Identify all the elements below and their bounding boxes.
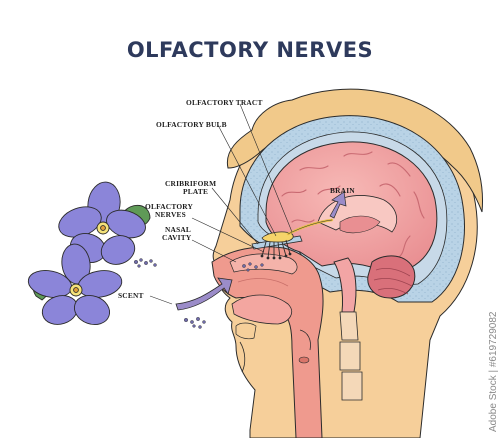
label-nasal-cavity-1: NASAL: [165, 225, 192, 234]
label-cribriform-plate-2: PLATE: [183, 187, 209, 196]
watermark: Adobe Stock | #619729082: [488, 311, 499, 432]
cerebellum: [367, 255, 416, 299]
scent-particles: [133, 258, 264, 329]
label-scent: SCENT: [118, 291, 144, 300]
label-olfactory-nerves-2: NERVES: [155, 210, 186, 219]
label-olfactory-nerves-1: OLFACTORY: [145, 202, 194, 211]
scent-arrow-icon: [175, 277, 233, 311]
flower-bottom: [27, 243, 123, 325]
label-olfactory-tract: OLFACTORY TRACT: [186, 98, 263, 107]
label-nasal-cavity-2: CAVITY: [162, 233, 192, 242]
label-brain: BRAIN: [330, 186, 355, 195]
label-cribriform-plate-1: CRIBRIFORM: [165, 179, 217, 188]
brain-arrow-icon: [329, 191, 347, 219]
page-title: OLFACTORY NERVES: [126, 38, 374, 62]
tongue: [231, 294, 292, 325]
olfactory-nerve-fibers: [261, 239, 291, 259]
flower-top: [58, 181, 151, 265]
label-olfactory-bulb: OLFACTORY BULB: [156, 120, 227, 129]
olfactory-bulb: [261, 231, 294, 243]
